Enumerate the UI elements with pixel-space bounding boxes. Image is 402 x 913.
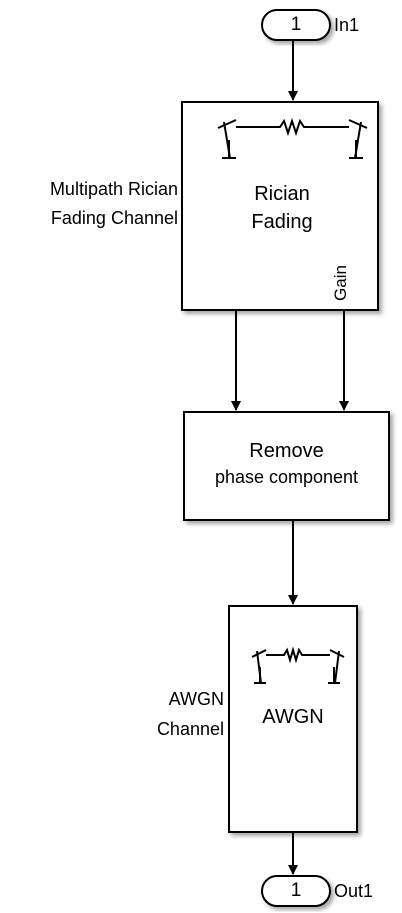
outport-1[interactable] — [261, 875, 331, 907]
inport-number: 1 — [290, 14, 302, 35]
awgn-antenna-icon — [251, 646, 345, 684]
rician-block-name-line1: Multipath Rician — [49, 179, 178, 199]
remove-block-body-line1: Remove — [249, 440, 324, 462]
remove-phase-block[interactable] — [183, 411, 390, 521]
outport-name: Out1 — [334, 881, 374, 901]
remove-block-body-line2: phase component — [214, 467, 359, 487]
inport-1[interactable] — [261, 9, 331, 41]
outport-number: 1 — [290, 880, 302, 901]
rician-gain-port-label: Gain — [331, 265, 350, 301]
awgn-block-name-line2: Channel — [156, 719, 224, 739]
rician-block-body-line1: Rician — [254, 183, 310, 205]
antenna-channel-icon — [217, 117, 368, 159]
rician-fading-block[interactable] — [181, 101, 379, 311]
rician-block-name-line2: Fading Channel — [50, 208, 178, 228]
rician-block-body-line2: Fading — [251, 211, 313, 233]
awgn-block-body: AWGN — [262, 706, 324, 728]
inport-name: In1 — [334, 15, 360, 35]
awgn-block-name-line1: AWGN — [168, 689, 224, 709]
